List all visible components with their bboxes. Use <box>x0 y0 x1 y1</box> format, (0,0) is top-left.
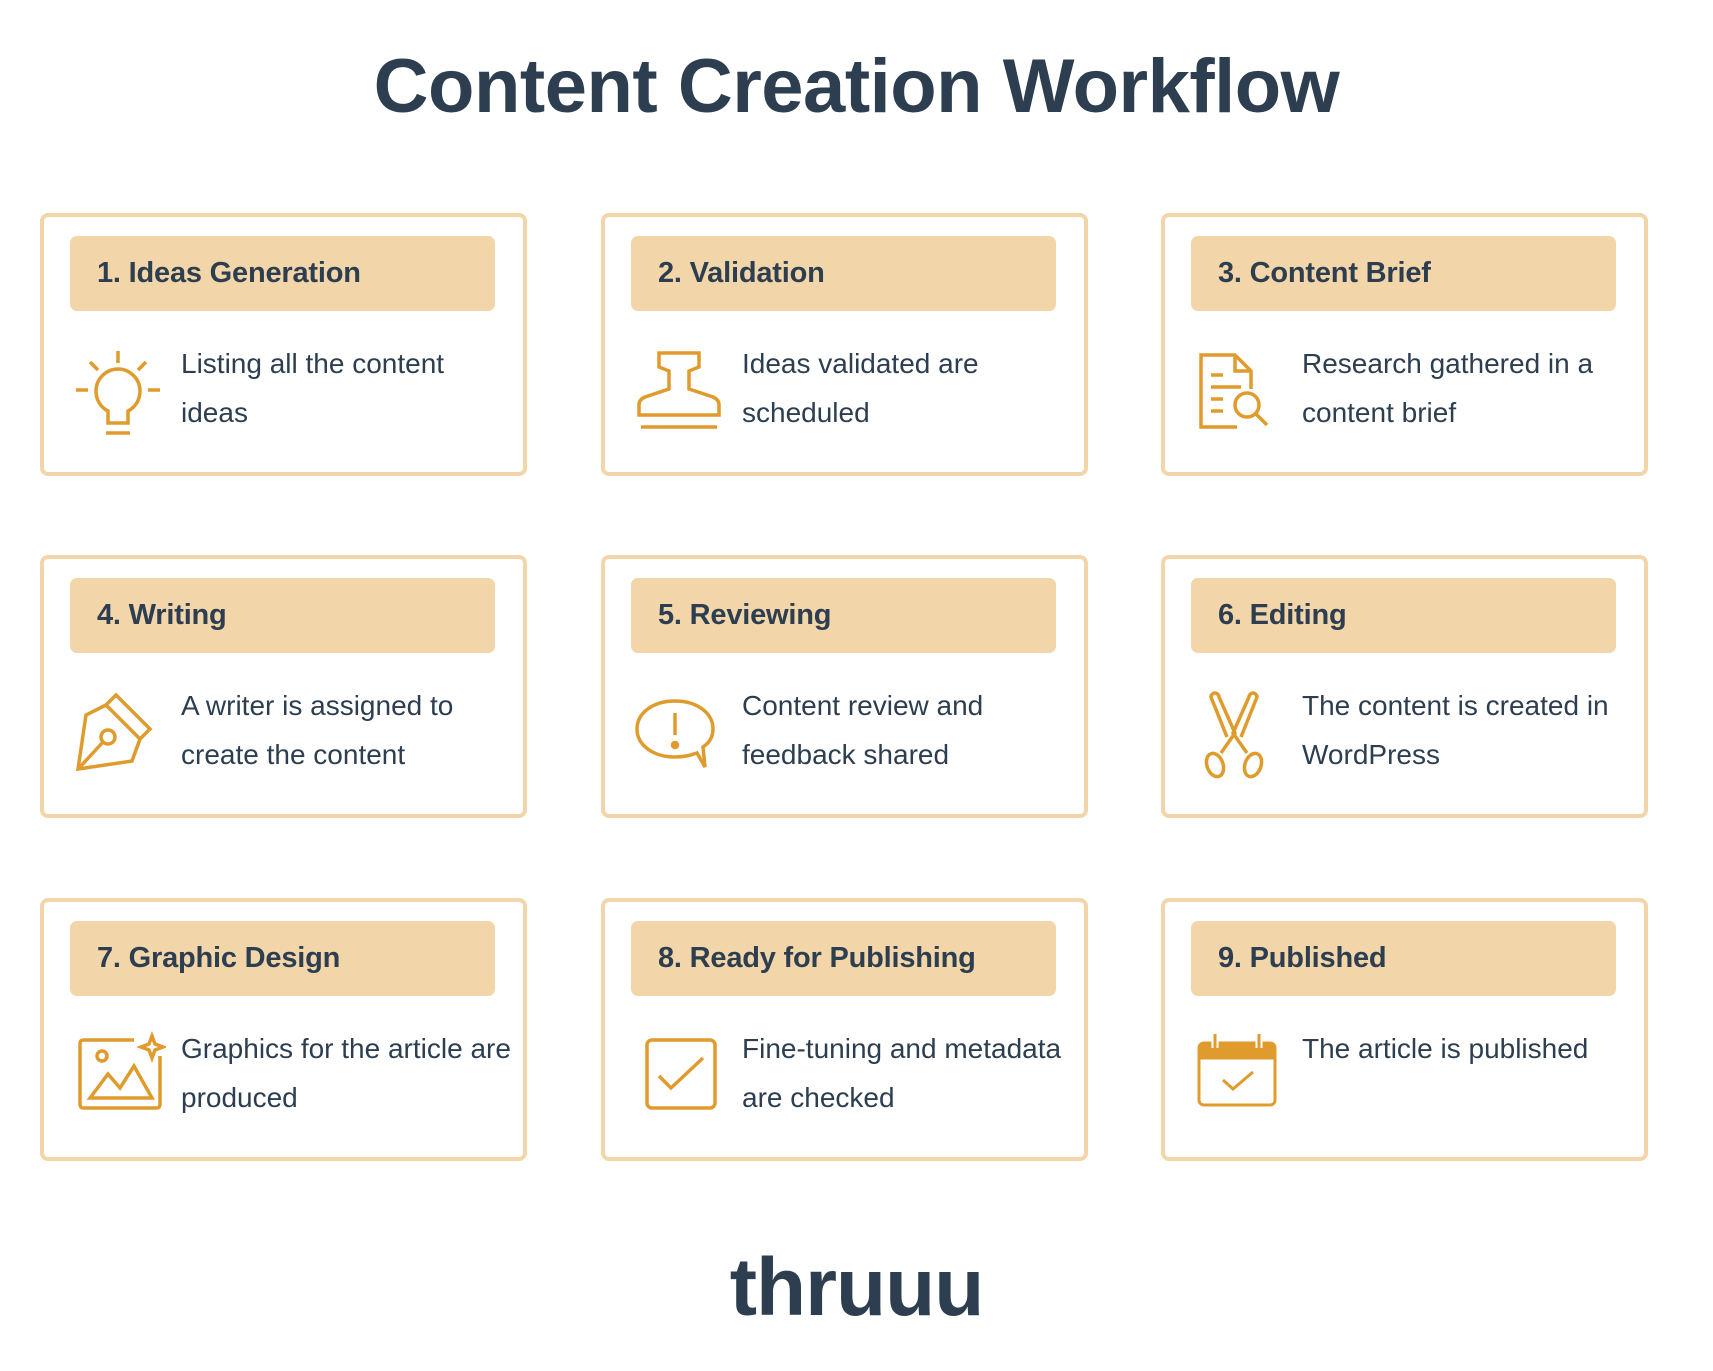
brand-logo: thruuu <box>729 1242 985 1333</box>
step-card-validation: 2. Validation Ideas validated are schedu… <box>601 213 1088 476</box>
step-card-ready-for-publishing: 8. Ready for Publishing Fine-tuning and … <box>601 898 1088 1161</box>
step-header: 4. Writing <box>70 578 495 653</box>
step-description: Research gathered in a content brief <box>1302 348 1594 428</box>
lightbulb-icon <box>70 345 166 441</box>
step-title: 1. Ideas Generation <box>97 257 361 289</box>
step-header: 6. Editing <box>1191 578 1616 653</box>
step-title: 5. Reviewing <box>658 599 832 631</box>
speech-bubble-alert-icon <box>631 687 727 783</box>
step-card-graphic-design: 7. Graphic Design Graphics for the artic… <box>40 898 527 1161</box>
checkbox-icon <box>631 1030 727 1126</box>
step-card-ideas-generation: 1. Ideas Generation Listing all the cont… <box>40 213 527 476</box>
step-header: 5. Reviewing <box>631 578 1056 653</box>
stamp-icon <box>631 345 727 441</box>
step-title: 8. Ready for Publishing <box>658 942 976 974</box>
step-description: The article is published <box>1302 1033 1589 1064</box>
step-title: 3. Content Brief <box>1218 257 1431 289</box>
step-header: 2. Validation <box>631 236 1056 311</box>
step-header: 8. Ready for Publishing <box>631 921 1056 996</box>
step-title: 4. Writing <box>97 599 227 631</box>
step-description: The content is created in WordPress <box>1302 690 1609 770</box>
pen-nib-icon <box>70 687 166 783</box>
step-description: Listing all the content ideas <box>181 348 445 428</box>
step-header: 1. Ideas Generation <box>70 236 495 311</box>
step-description: Graphics for the article are produced <box>181 1033 511 1113</box>
step-title: 6. Editing <box>1218 599 1347 631</box>
step-title: 7. Graphic Design <box>97 942 341 974</box>
calendar-check-icon <box>1191 1030 1287 1126</box>
step-card-writing: 4. Writing A writer is assigned to creat… <box>40 555 527 818</box>
step-card-editing: 6. Editing The content is created in Wor… <box>1161 555 1648 818</box>
step-description: Fine-tuning and metadata are checked <box>742 1033 1062 1113</box>
scissors-icon <box>1191 687 1287 783</box>
step-header: 3. Content Brief <box>1191 236 1616 311</box>
step-header: 7. Graphic Design <box>70 921 495 996</box>
page-title: Content Creation Workflow <box>373 44 1340 129</box>
step-card-reviewing: 5. Reviewing Content review and feedback… <box>601 555 1088 818</box>
step-title: 2. Validation <box>658 257 825 289</box>
step-header: 9. Published <box>1191 921 1616 996</box>
step-description: A writer is assigned to create the conte… <box>181 690 454 770</box>
step-description: Ideas validated are scheduled <box>742 348 979 428</box>
step-title: 9. Published <box>1218 942 1387 974</box>
step-card-published: 9. Published The article is published <box>1161 898 1648 1161</box>
step-card-content-brief: 3. Content Brief Research gathered in a … <box>1161 213 1648 476</box>
step-description: Content review and feedback shared <box>742 690 984 770</box>
document-search-icon <box>1191 345 1287 441</box>
image-sparkle-icon <box>70 1030 166 1126</box>
